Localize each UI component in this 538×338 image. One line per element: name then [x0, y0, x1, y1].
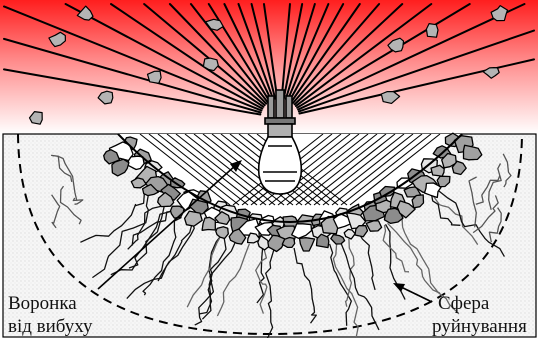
debris-icon — [426, 24, 438, 38]
debris-icon — [202, 217, 215, 230]
debris-icon — [148, 71, 162, 83]
debris-icon — [431, 165, 444, 176]
debris-icon — [282, 238, 294, 248]
